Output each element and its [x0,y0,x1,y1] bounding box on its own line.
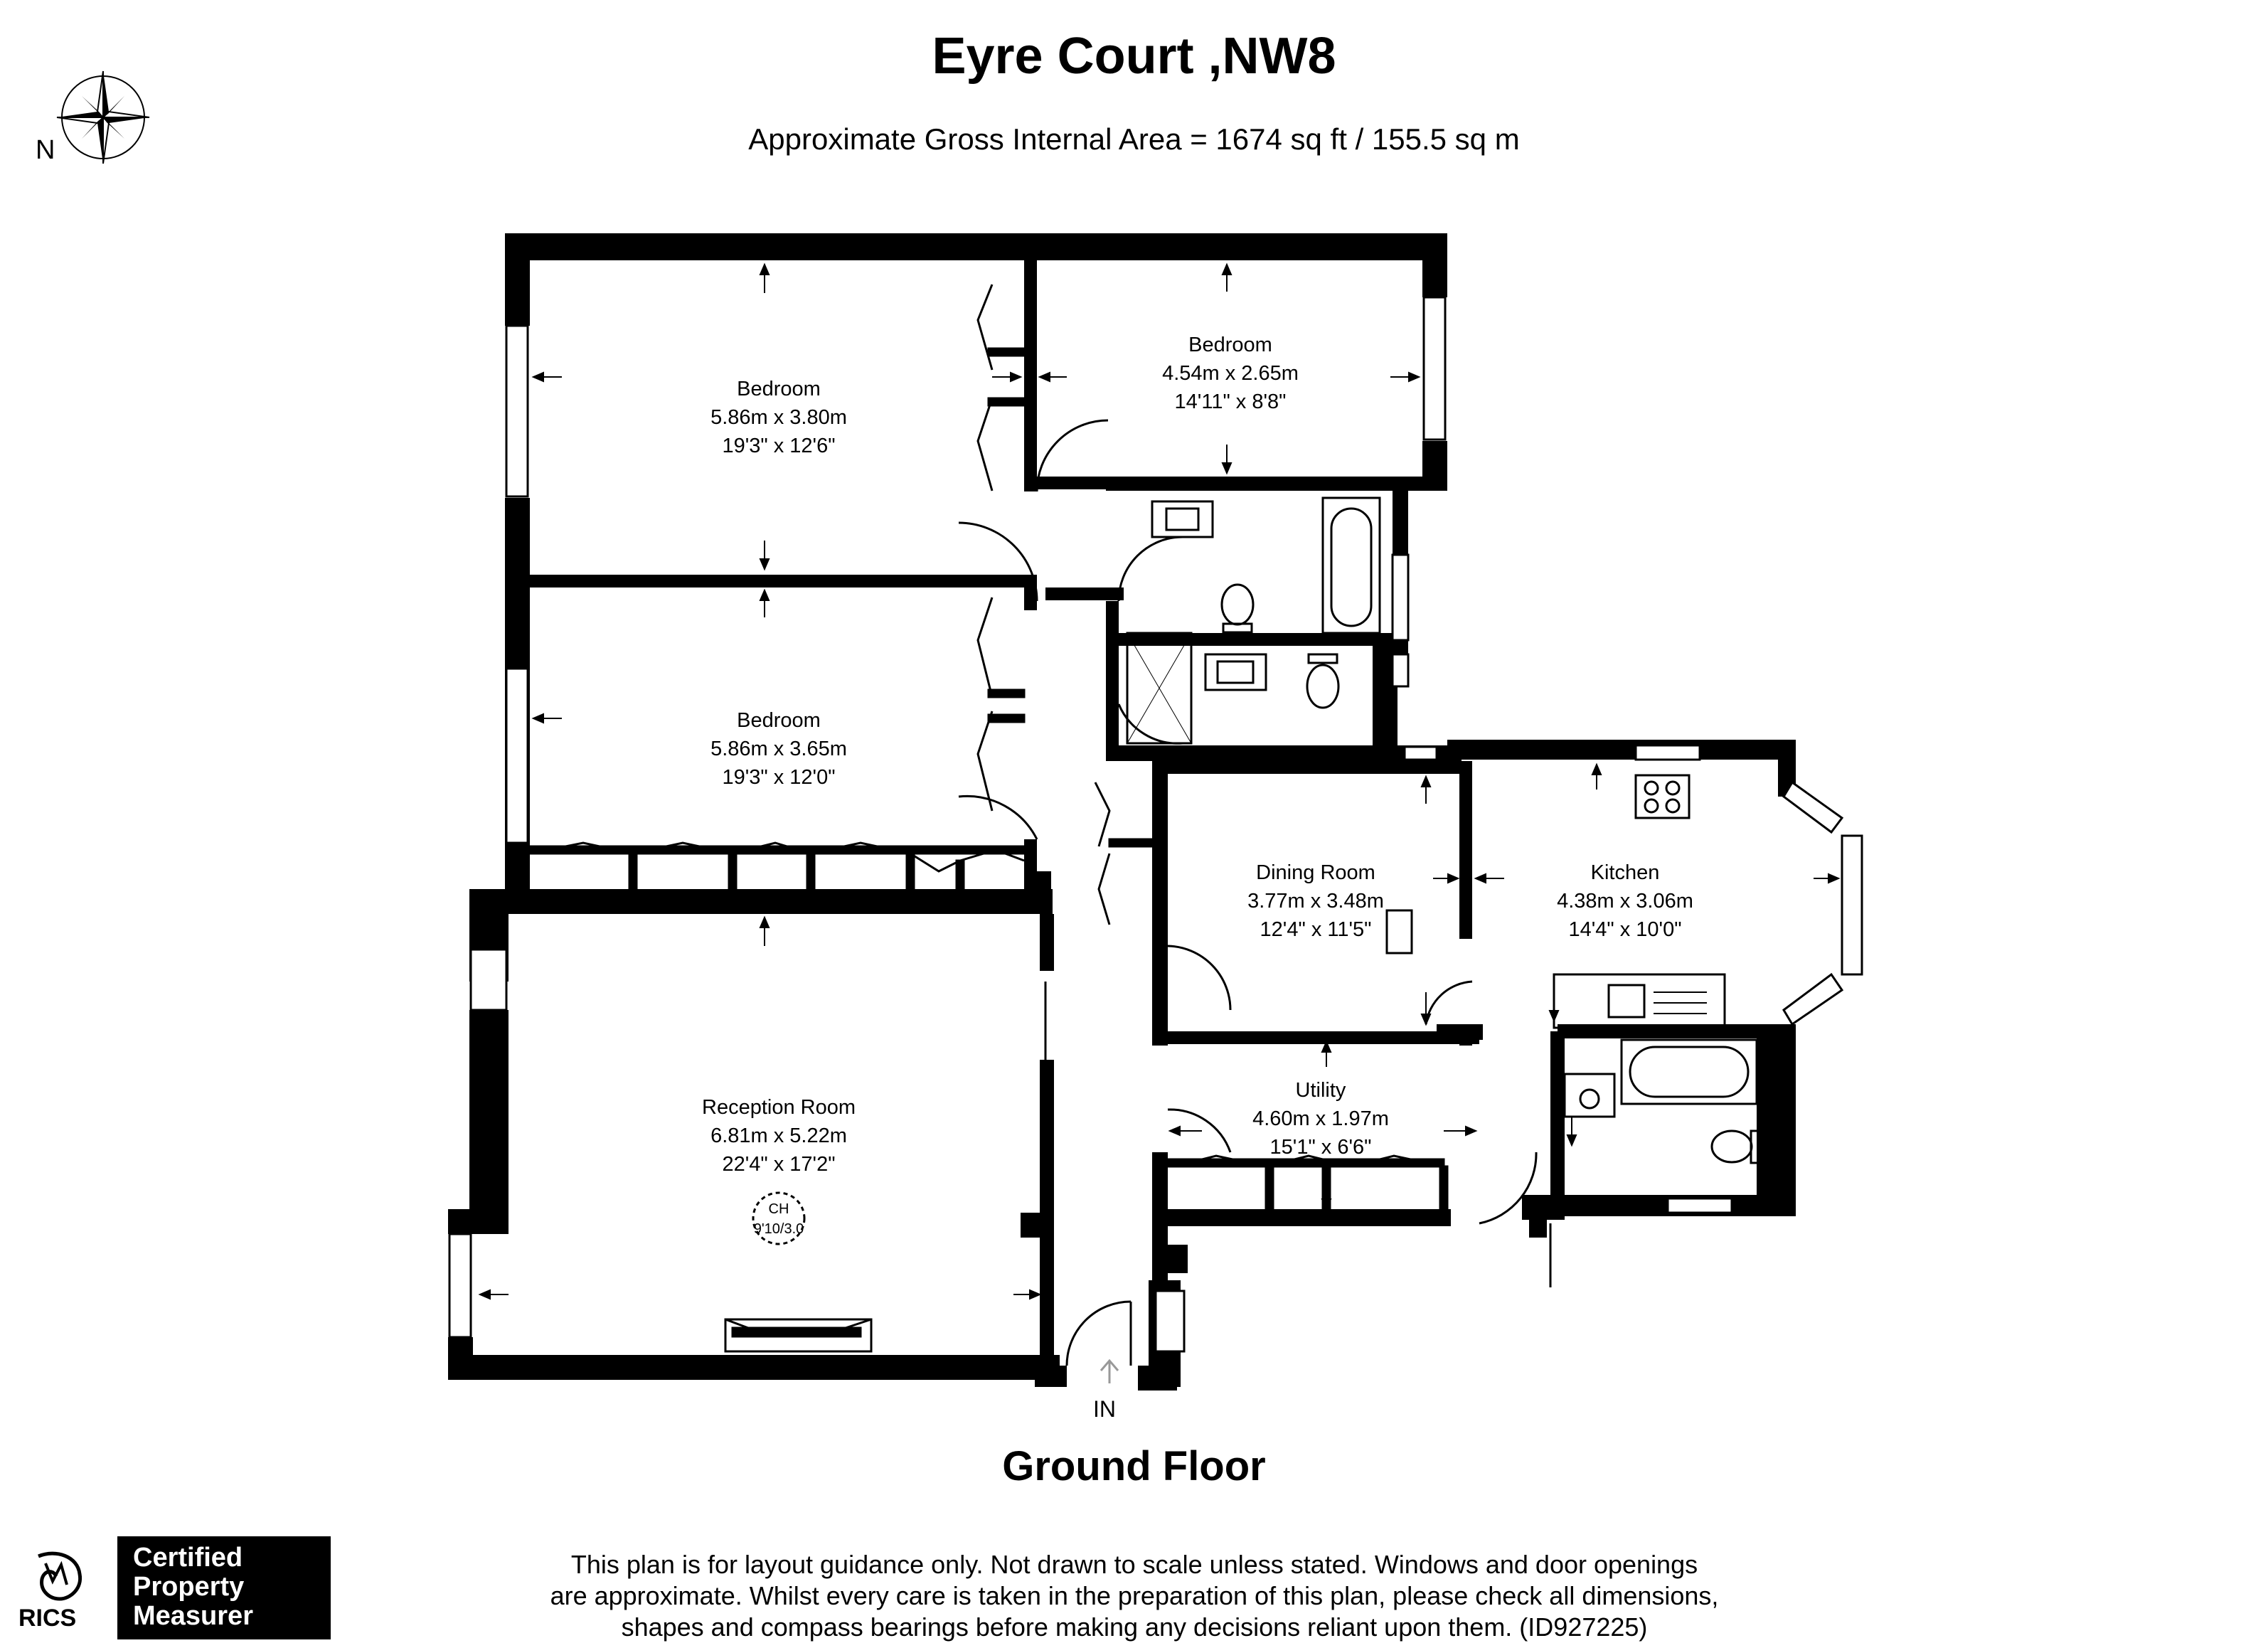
rics-logo-text: RICS [18,1605,76,1631]
room-labels: Bedroom 5.86m x 3.80m 19'3" x 12'6" Bedr… [702,334,1693,1237]
room-label-bedroom-1: Bedroom [737,378,821,400]
badge-line: Measurer [133,1601,253,1631]
room-metric-bedroom-2: 4.54m x 2.65m [1162,362,1299,385]
disclaimer-line: This plan is for layout guidance only. N… [570,1550,1698,1579]
floor-name: Ground Floor [1002,1443,1266,1489]
ceiling-height-value: 9'10/3.0 [754,1221,804,1237]
entrance-label: IN [1093,1396,1116,1422]
disclaimer-line: are approximate. Whilst every care is ta… [550,1581,1719,1610]
badge-line: Certified [133,1543,243,1573]
room-imperial-reception: 22'4" x 17'2" [722,1153,835,1176]
room-label-dining: Dining Room [1256,861,1375,884]
dimension-arrows [478,262,1841,1300]
room-label-utility: Utility [1296,1079,1346,1102]
room-label-bedroom-3: Bedroom [737,709,821,732]
room-label-bedroom-2: Bedroom [1188,334,1272,356]
walls [448,233,1796,1391]
fixtures [724,496,1761,1353]
ceiling-height-label: CH [769,1201,789,1217]
room-imperial-bedroom-2: 14'11" x 8'8" [1175,390,1287,413]
room-imperial-dining: 12'4" x 11'5" [1260,918,1372,941]
compass-north-label: N [36,135,55,165]
compass-rose-icon [56,70,150,164]
room-imperial-utility: 15'1" x 6'6" [1270,1136,1372,1159]
room-metric-bedroom-3: 5.86m x 3.65m [710,738,847,760]
room-metric-utility: 4.60m x 1.97m [1252,1107,1389,1130]
room-label-kitchen: Kitchen [1591,861,1660,884]
room-metric-bedroom-1: 5.86m x 3.80m [710,406,847,429]
certified-measurer-badge: Certified Property Measurer [117,1536,331,1639]
plan-title: Eyre Court ,NW8 [932,28,1336,85]
room-imperial-bedroom-1: 19'3" x 12'6" [722,435,835,457]
disclaimer: This plan is for layout guidance only. N… [498,1549,1771,1643]
room-metric-reception: 6.81m x 5.22m [710,1124,847,1147]
disclaimer-line: shapes and compass bearings before makin… [621,1612,1648,1642]
windows [448,296,1863,1353]
entrance-arrow-icon [1100,1358,1119,1383]
room-metric-kitchen: 4.38m x 3.06m [1557,890,1693,913]
doors [958,419,1552,1366]
badge-line: Property [133,1572,245,1602]
gross-area-text: Approximate Gross Internal Area = 1674 s… [748,122,1520,156]
wardrobes [528,284,1449,1214]
rics-logo: RICS [18,1551,82,1631]
room-label-reception: Reception Room [702,1096,856,1119]
room-metric-dining: 3.77m x 3.48m [1247,890,1384,913]
room-imperial-kitchen: 14'4" x 10'0" [1568,918,1681,941]
room-imperial-bedroom-3: 19'3" x 12'0" [722,766,835,789]
